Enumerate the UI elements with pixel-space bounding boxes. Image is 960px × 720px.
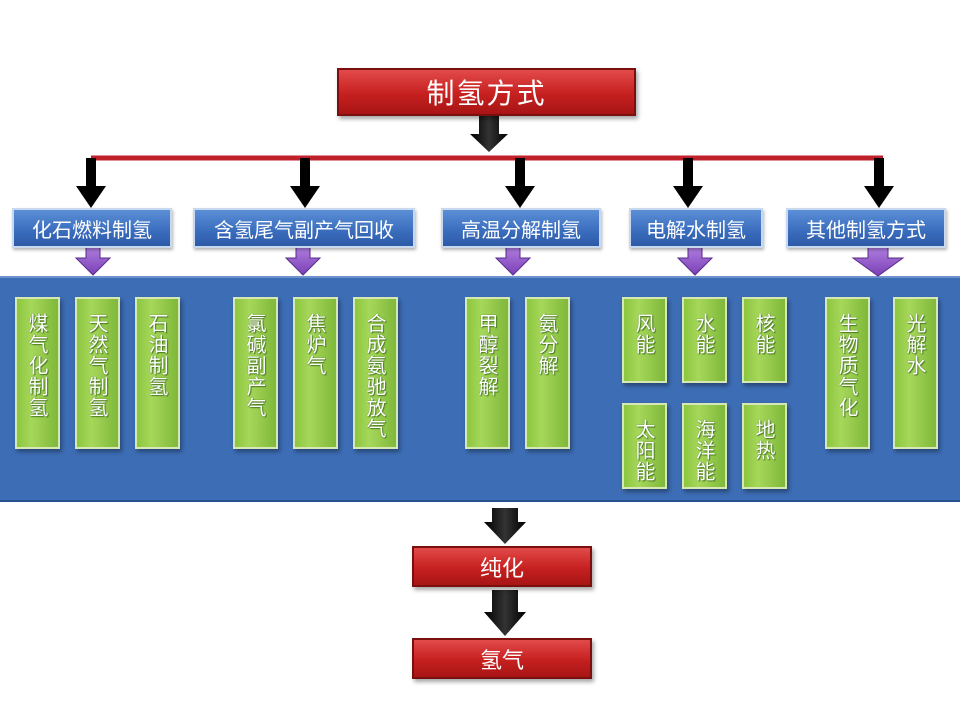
item-geothermal: 地热: [742, 403, 787, 489]
item-natural-gas: 天然气制氢: [75, 297, 120, 449]
item-photolysis: 光解水: [893, 297, 938, 449]
page-title: 制氢方式: [337, 68, 636, 116]
purple-arrow-5: [851, 246, 905, 277]
item-wind: 风能: [622, 297, 667, 383]
purify-arrow: [484, 508, 526, 544]
title-down-arrow: [470, 116, 508, 152]
category-label-electrolysis: 电解水制氢: [629, 208, 763, 248]
item-ocean: 海洋能: [682, 403, 727, 489]
item-coke-oven-gas: 焦炉气: [293, 297, 338, 449]
branch-arrow-3: [505, 158, 535, 208]
category-label-other: 其他制氢方式: [786, 208, 946, 248]
item-petroleum: 石油制氢: [135, 297, 180, 449]
hydrogen-arrow: [484, 590, 526, 636]
purple-arrow-4: [676, 246, 714, 276]
item-solar: 太阳能: [622, 403, 667, 489]
hydrogen-box: 氢气: [412, 638, 592, 679]
item-ammonia-decomposition: 氨分解: [525, 297, 570, 449]
item-methanol-cracking: 甲醇裂解: [465, 297, 510, 449]
branch-arrow-4: [673, 158, 703, 208]
item-biomass-gasification: 生物质气化: [825, 297, 870, 449]
item-nuclear: 核能: [742, 297, 787, 383]
branch-arrow-1: [76, 158, 106, 208]
item-chlor-alkali: 氯碱副产气: [233, 297, 278, 449]
branch-arrow-5: [864, 158, 894, 208]
purple-arrow-3: [494, 246, 532, 276]
purple-arrow-2: [284, 246, 322, 276]
item-ammonia-purge: 合成氨驰放气: [353, 297, 398, 449]
category-label-pyrolysis: 高温分解制氢: [441, 208, 601, 248]
purple-arrow-1: [74, 246, 112, 276]
category-label-tailgas: 含氢尾气副产气回收: [193, 208, 415, 248]
item-hydro: 水能: [682, 297, 727, 383]
category-label-fossil: 化石燃料制氢: [12, 208, 172, 248]
page-title-text: 制氢方式: [426, 77, 547, 110]
purify-box: 纯化: [412, 546, 592, 587]
item-coal-gasification: 煤气化制氢: [15, 297, 60, 449]
branch-arrow-2: [290, 158, 320, 208]
